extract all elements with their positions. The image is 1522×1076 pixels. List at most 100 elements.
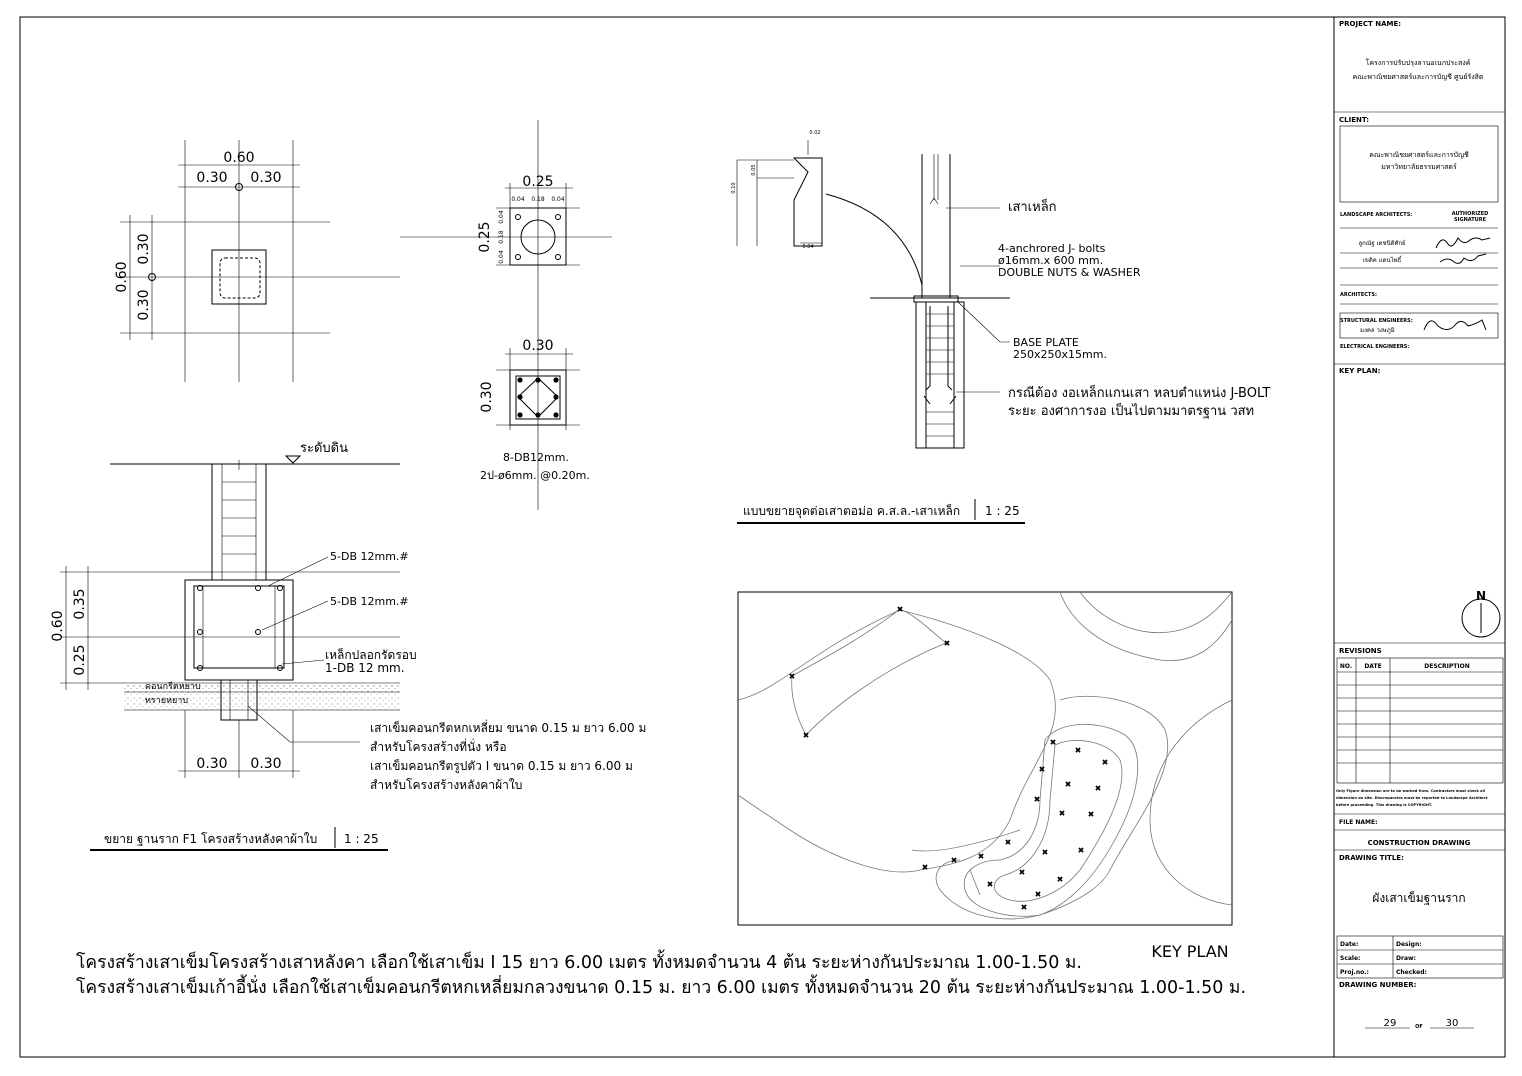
pile-note-1: เสาเข็มคอนกรีตหกเหลี่ยม ขนาด 0.15 ม ยาว … [370,719,646,735]
svg-text:✖: ✖ [1005,838,1012,847]
dim-label: 0.30 [196,170,227,186]
dim-label: 0.35 [72,588,88,619]
checked-label: Checked: [1396,969,1427,976]
column-section-detail: 0.25 0.04 0.18 0.04 0.25 0.04 0.18 0.04 … [400,120,612,510]
dim-label: 0.18 [531,196,545,203]
pedestal-outline [211,249,267,305]
dim-label: 0.30 [250,170,281,186]
svg-text:✖: ✖ [1075,746,1082,755]
base-plate [509,207,567,266]
dim-label: 0.04 [511,196,525,203]
connection-caption-scale: 1 : 25 [985,504,1020,518]
signature-1 [1435,237,1491,249]
key-plan-label: KEY PLAN: [1339,367,1381,375]
svg-text:✖: ✖ [1021,903,1028,912]
svg-text:✖: ✖ [951,856,958,865]
dim-label: 0.04 [498,210,505,224]
base-plate-label-2: 250x250x15mm. [1013,348,1107,361]
ground-label: ระดับดิน [300,441,348,456]
dim-label: 0.25 [522,174,553,190]
anchor-bolt-3: DOUBLE NUTS & WASHER [998,266,1141,279]
signature-2 [1439,253,1487,264]
column-connection-detail: 0.02 0.10 0.05 0.04 เสาเหล็ก 4-anchrored [731,130,1270,524]
landscape-outline [1149,699,1233,906]
seating-outline [993,740,1123,902]
rebar-label-1: 5-DB 12mm.# [330,550,409,563]
general-notes: โครงสร้างเสาเข็มโครงสร้างเสาหลังคา เลือก… [76,949,1246,998]
base-plate-label-1: BASE PLATE [1013,336,1079,349]
revisions-table: NO. DATE DESCRIPTION [1336,657,1504,784]
connection-note-2: ระยะ องศาการงอ เป็นไปตามมาตรฐาน วสท [1008,401,1254,419]
ring-label-2: 1-DB 12 mm. [325,661,405,675]
signature-3 [1423,319,1487,331]
note-line-1: โครงสร้างเสาเข็มโครงสร้างเสาหลังคา เลือก… [76,949,1082,973]
date-label: Date: [1340,941,1358,948]
stirrup-note: 2ป-ø6mm. @0.20m. [480,469,590,482]
client-line-2: มหาวิทยาลัยธรรมศาสตร์ [1381,163,1457,171]
svg-text:✖: ✖ [1050,738,1057,747]
dim-label: 0.30 [136,289,152,320]
svg-text:✖: ✖ [897,605,904,614]
seating-outline [963,723,1139,917]
svg-text:✖: ✖ [1078,846,1085,855]
steel-column-label: เสาเหล็ก [1008,197,1057,215]
bench-line [911,829,1021,852]
landscape-outline [1059,591,1233,662]
pile-markers: ✖ ✖ ✖ ✖ ✖ ✖ ✖ ✖ ✖ ✖ ✖ ✖ ✖ ✖ ✖ ✖ ✖ ✖ ✖ ✖ … [789,605,1109,912]
key-plan: ✖ ✖ ✖ ✖ ✖ ✖ ✖ ✖ ✖ ✖ ✖ ✖ ✖ ✖ ✖ ✖ ✖ ✖ ✖ ✖ … [737,591,1233,961]
landscape-outline [737,609,1056,873]
weld-symbol [792,157,823,247]
project-name-line-2: คณะพาณิชยศาสตร์และการบัญชี ศูนย์รังสิต [1353,73,1484,81]
dim-label: 0.60 [114,261,130,292]
footing-cage [193,585,285,669]
footing-plan-detail: 0.60 0.30 0.30 0.60 0.30 0.30 [114,140,400,382]
svg-text:✖: ✖ [1088,810,1095,819]
connection-note-1: กรณีต้อง งอเหล็กแกนเสา หลบตำแหน่ง J-BOLT [1008,383,1270,401]
projno-label: Proj.no.: [1340,969,1369,976]
footing-caption-scale: 1 : 25 [344,832,379,846]
landscape-name-2: เขติค แดนไพธิ์ [1363,255,1403,264]
svg-text:✖: ✖ [803,731,810,740]
svg-text:✖: ✖ [1039,765,1046,774]
dim-label: 0.30 [522,338,553,354]
drawing-title-label: DRAWING TITLE: [1339,854,1404,862]
sand-label: ทรายหยาบ [145,696,188,706]
revisions-label: REVISIONS [1339,647,1382,655]
dim-label: 0.60 [223,150,254,166]
svg-text:✖: ✖ [1095,784,1102,793]
architects-label: ARCHITECTS: [1340,292,1377,298]
dim-label: 0.30 [479,381,495,412]
svg-text:✖: ✖ [987,880,994,889]
lean-concrete-layer [124,683,400,692]
north-arrow-icon: N [1461,589,1501,638]
key-plan-frame [737,591,1233,926]
dim-label: 0.04 [551,196,565,203]
design-label: Design: [1396,941,1422,948]
client-label: CLIENT: [1339,116,1369,124]
pile-note-3: เสาเข็มคอนกรีตรูปตัว I ขนาด 0.15 ม ยาว 6… [370,758,633,774]
info-table: Date: Design: Scale: Draw: Proj.no.: Che… [1336,935,1504,979]
ground-marker [284,455,302,464]
key-plan-label: KEY PLAN [1151,942,1228,961]
signature-label: SIGNATURE [1454,217,1487,223]
pile-note-2: สำหรับโครงสร้างที่นั่ง หรือ [370,738,507,754]
rebar-label-2: 5-DB 12mm.# [330,595,409,608]
draw-label: Draw: [1396,955,1416,962]
landscape-outline [1079,591,1233,634]
structural-box [1339,312,1499,339]
landscape-name-1: ลูกณัฐ เดชนิติศักย์ [1358,239,1405,247]
dim-label: 0.30 [250,756,281,772]
dim-label: 0.05 [751,164,757,175]
north-label: N [1476,589,1486,603]
bench-line [969,869,981,896]
svg-text:✖: ✖ [789,672,796,681]
anchor-bolt-2: ø16mm.x 600 mm. [998,254,1103,267]
svg-text:✖: ✖ [1042,848,1049,857]
rebar-note: 8-DB12mm. [503,451,569,464]
sheet-of: OF [1415,1024,1423,1030]
svg-text:✖: ✖ [1035,890,1042,899]
disclaimer-line-2: dimension on site. Discrepancies must be… [1336,796,1488,800]
client-box [1339,125,1499,203]
rev-desc-header: DESCRIPTION [1424,663,1470,670]
